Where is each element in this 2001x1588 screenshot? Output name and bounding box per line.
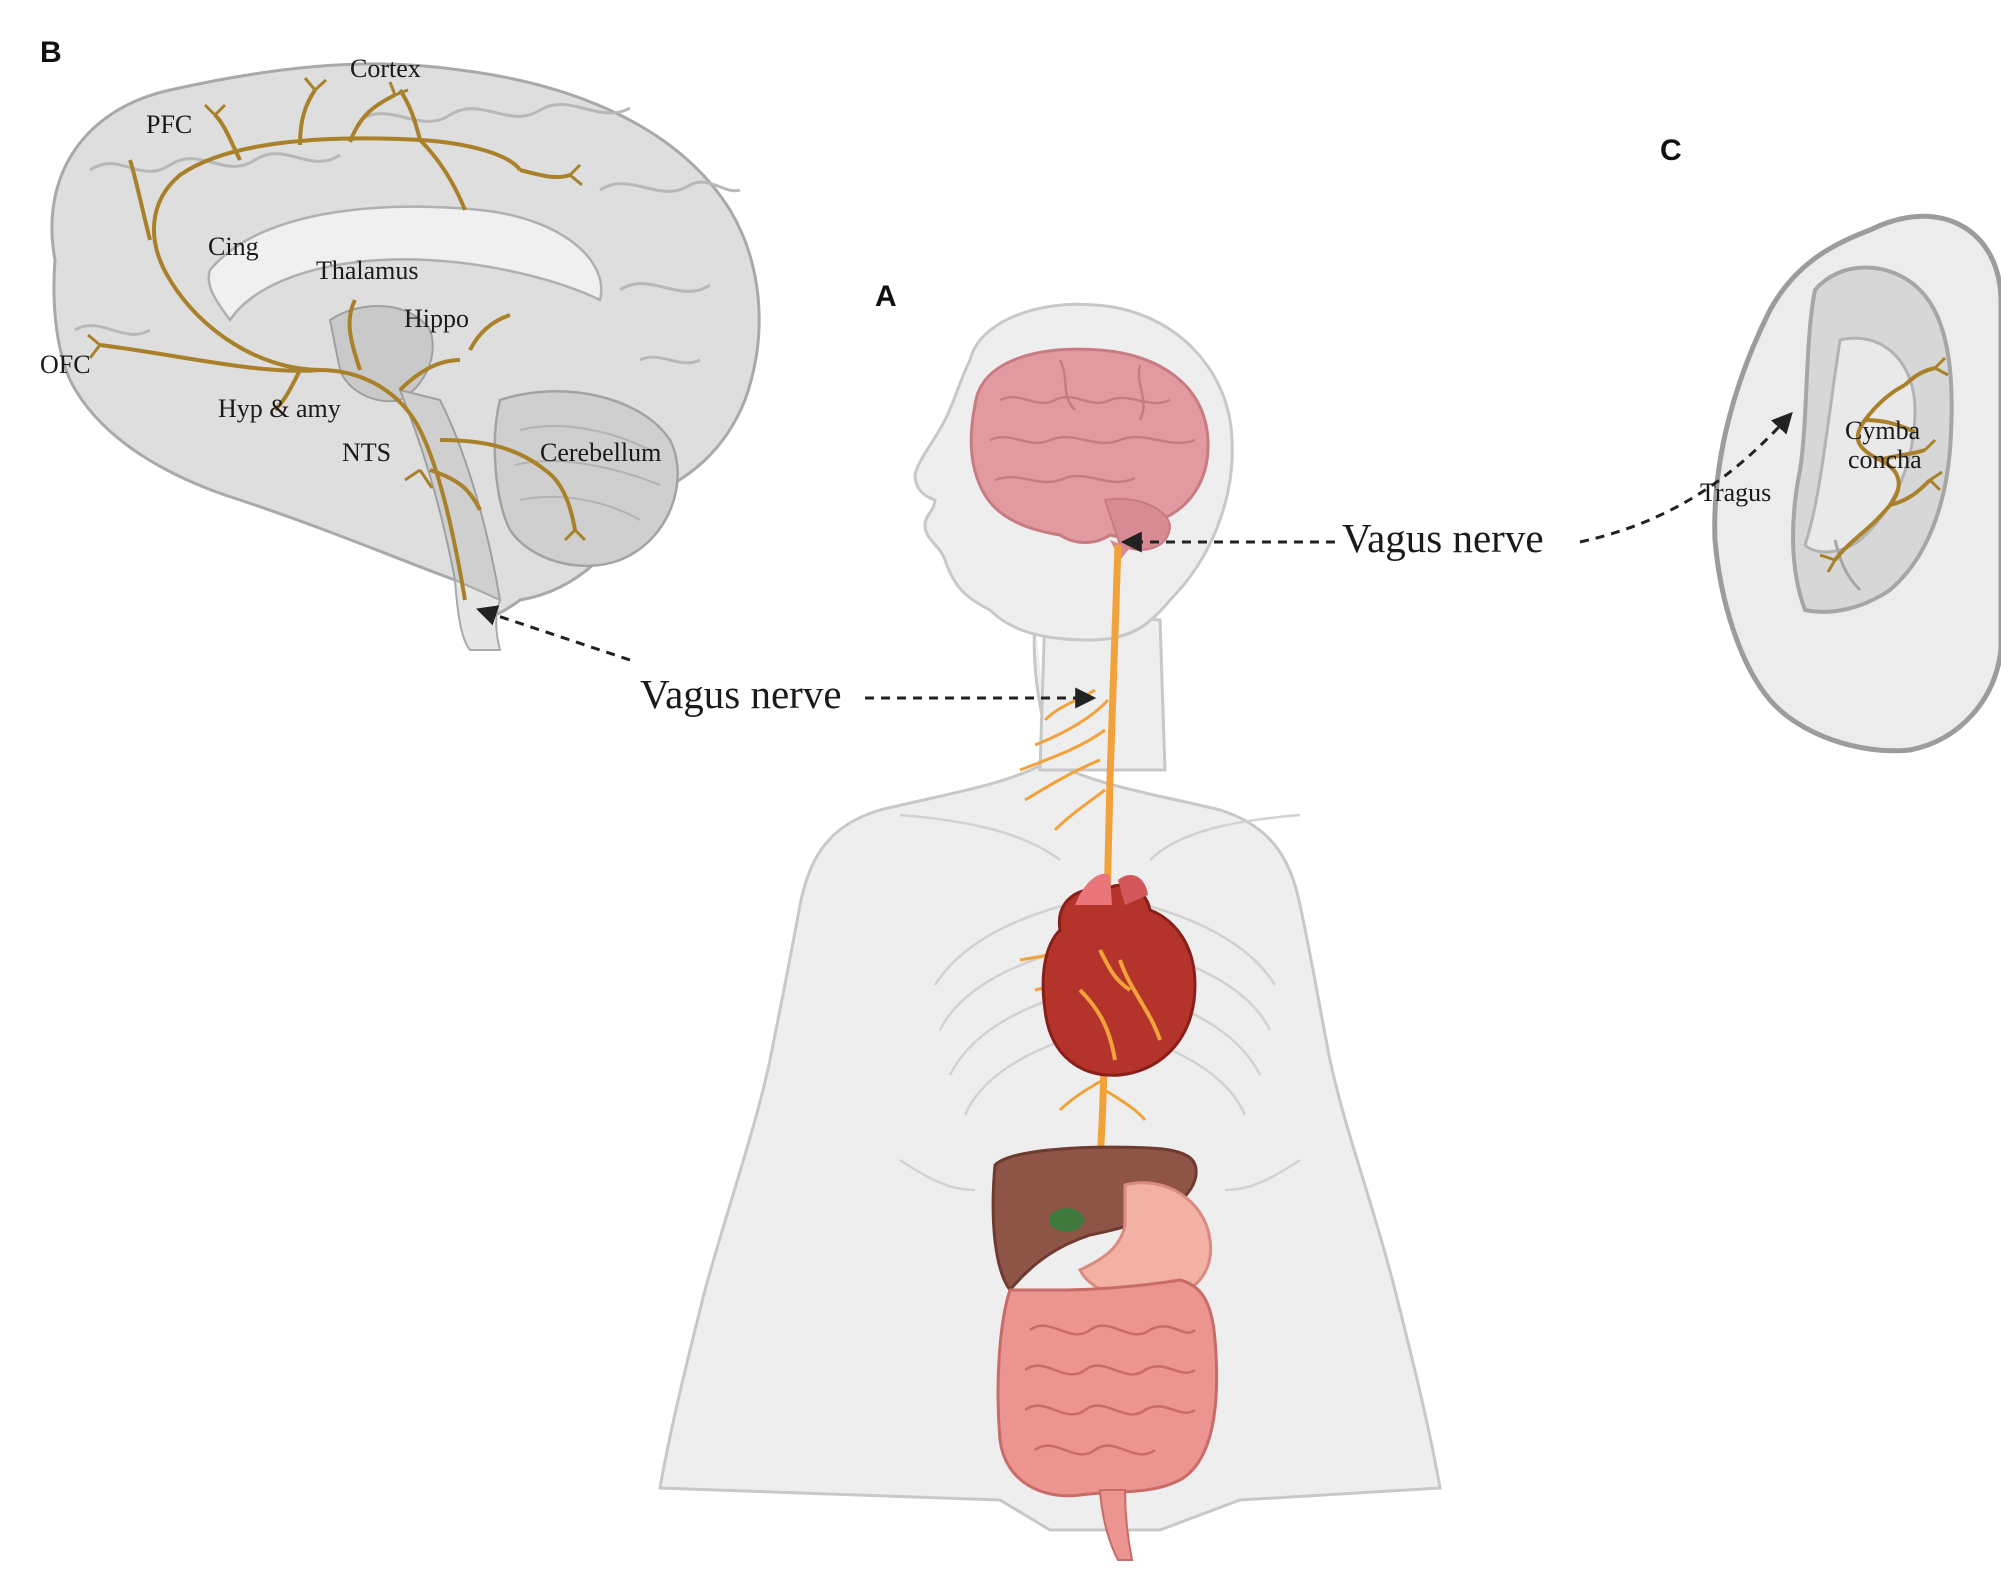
label-thalamus: Thalamus	[316, 256, 419, 285]
label-vagus-nerve-right: Vagus nerve	[1342, 515, 1544, 561]
label-pfc: PFC	[146, 110, 193, 139]
label-nts: NTS	[342, 438, 392, 467]
panel-label-a: A	[875, 280, 897, 313]
label-concha: concha	[1848, 445, 1922, 474]
callout-arrows	[476, 411, 1793, 709]
label-cortex: Cortex	[350, 54, 421, 83]
label-cing: Cing	[208, 232, 259, 261]
brain-section-icon	[50, 62, 761, 651]
label-tragus: Tragus	[1700, 478, 1772, 507]
label-cymba: Cymba	[1845, 416, 1921, 445]
intestine-icon	[996, 1278, 1219, 1561]
label-hippo: Hippo	[404, 304, 469, 333]
label-vagus-nerve-left: Vagus nerve	[640, 671, 842, 717]
panel-label-c: C	[1660, 134, 1682, 167]
label-ofc: OFC	[40, 350, 91, 379]
ear-icon	[1712, 213, 2001, 754]
label-cerebellum: Cerebellum	[540, 438, 662, 467]
panel-label-b: B	[40, 36, 62, 69]
heart-icon	[1041, 873, 1197, 1077]
body-figure-icon	[658, 302, 1442, 1561]
label-hyp-amy: Hyp & amy	[218, 394, 341, 423]
